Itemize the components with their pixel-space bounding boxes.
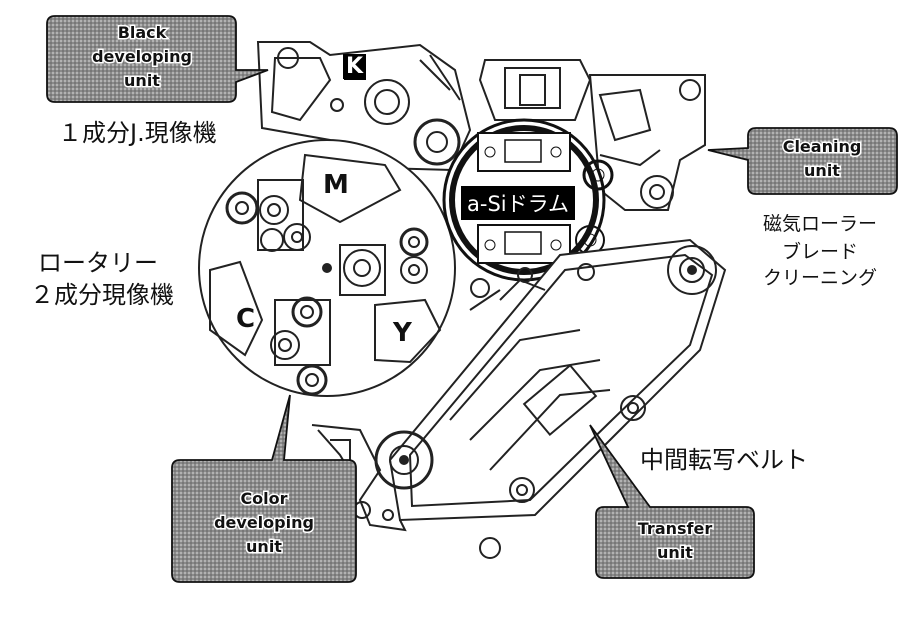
- black-developer-jp-label: １成分J.現像機: [58, 119, 217, 147]
- cleaning-callout: Cleaning unit: [707, 127, 898, 195]
- transfer-belt-jp-label: 中間転写ベルト: [640, 446, 808, 474]
- cleaning-jp-line3: クリーニング: [762, 267, 877, 289]
- cleaning-jp-line1: 磁気ローラー: [762, 213, 877, 235]
- c-letter: C: [236, 304, 256, 334]
- cleaning-jp-line2: ブレード: [781, 241, 858, 263]
- drum-top-bracket: [478, 59, 592, 121]
- transfer-callout-line1: Transfer: [638, 519, 713, 538]
- black-developing-housing: [256, 41, 472, 172]
- rotary-developer: [198, 139, 456, 397]
- transfer-callout: Transfer unit: [589, 424, 755, 579]
- color-callout: Color developing unit: [171, 394, 357, 583]
- color-callout-line3: unit: [246, 537, 282, 556]
- rotary-label-line2: ２成分現像機: [30, 281, 174, 309]
- y-letter: Y: [393, 318, 412, 348]
- cleaning-callout-line2: unit: [804, 161, 840, 180]
- rotary-label-line1: ロータリー: [38, 249, 158, 277]
- drum-label: a-Siドラム: [461, 186, 575, 220]
- m-letter: M: [323, 170, 349, 200]
- intermediate-transfer-belt: [374, 238, 727, 559]
- black-callout-line2: developing: [92, 47, 192, 66]
- black-callout-line1: Black: [118, 23, 167, 42]
- black-callout-line3: unit: [124, 71, 160, 90]
- cleaning-callout-line1: Cleaning: [783, 137, 862, 156]
- k-letter: K: [343, 54, 367, 79]
- black-callout: Black developing unit: [46, 15, 269, 103]
- cleaning-unit-housing: [588, 74, 706, 211]
- transfer-callout-line2: unit: [657, 543, 693, 562]
- color-callout-line2: developing: [214, 513, 314, 532]
- color-callout-line1: Color: [240, 489, 287, 508]
